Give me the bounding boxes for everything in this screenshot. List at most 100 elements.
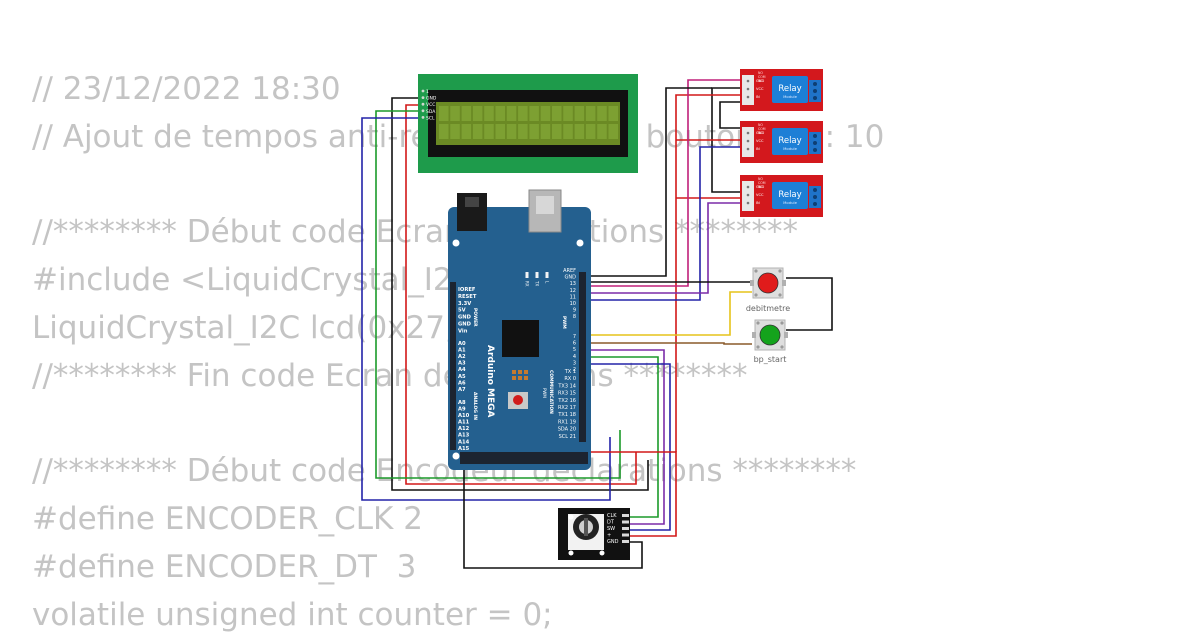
lcd-cell xyxy=(450,106,460,121)
lcd-cell xyxy=(518,106,528,121)
button-corner xyxy=(780,321,784,325)
lcd-cell xyxy=(518,124,528,139)
relay-screw xyxy=(813,202,817,206)
comm-title: COMMUNICATION xyxy=(548,370,554,414)
pin-label: A9 xyxy=(458,407,466,413)
relay-pin xyxy=(746,201,750,205)
pin-label: COM xyxy=(758,75,766,79)
pin-label: GND xyxy=(756,131,764,135)
wire-relay1-vcc xyxy=(675,94,744,452)
encoder-pin xyxy=(622,527,629,530)
wire-sda-lcd xyxy=(375,110,621,479)
code-line: // 23/12/2022 18:30 xyxy=(32,71,341,107)
pin-label: TX1 18 xyxy=(557,412,576,418)
pin-label: A8 xyxy=(458,400,466,406)
icsp-header xyxy=(512,370,528,380)
relay-screw xyxy=(813,82,817,86)
power-title: POWER xyxy=(472,308,478,327)
relay-pin xyxy=(746,193,750,197)
mcu-chip xyxy=(502,320,539,357)
pin-label: GND xyxy=(458,315,472,321)
lcd-cell xyxy=(563,106,573,121)
lcd-cell xyxy=(461,124,472,139)
relay-coil xyxy=(772,182,808,209)
pin-label: GND xyxy=(756,185,764,189)
pin-label: 3 xyxy=(573,360,576,366)
pin-label: SDA 20 xyxy=(558,427,576,433)
lcd-cell xyxy=(574,106,585,121)
button-leg xyxy=(782,280,786,286)
code-line: volatile unsigned int counter = 0; xyxy=(32,596,553,633)
pin-label: NC xyxy=(758,185,763,189)
icsp-pin xyxy=(512,376,516,380)
lcd-cell xyxy=(472,124,483,139)
lcd-pin xyxy=(421,89,425,93)
bp-start-button[interactable]: bp_start xyxy=(752,319,788,364)
wire-relay3-in xyxy=(582,202,744,294)
lcd-cell xyxy=(472,106,483,121)
encoder-pin xyxy=(622,514,629,517)
pin-label: GND xyxy=(458,322,472,328)
pin-label: NO xyxy=(758,177,763,181)
relay-pin xyxy=(746,95,750,99)
lcd-cell xyxy=(484,124,494,139)
relay-title: Relay xyxy=(778,136,801,146)
debitmetre-button[interactable]: debitmetre xyxy=(746,267,790,313)
pin-label: VCC xyxy=(426,102,435,108)
board-led xyxy=(535,272,539,278)
button-cap[interactable] xyxy=(759,324,781,346)
button-corner xyxy=(778,269,782,273)
icsp-pin xyxy=(518,376,522,380)
pin-label: A7 xyxy=(458,387,466,393)
encoder-hole xyxy=(599,550,605,556)
pin-label: RESET xyxy=(458,294,477,300)
pin-label: NC xyxy=(758,131,763,135)
encoder-hole xyxy=(568,514,574,520)
encoder-pin xyxy=(622,540,629,543)
pin-label: A15 xyxy=(458,446,470,452)
pin-label: 6 xyxy=(573,341,576,347)
pin-label: A3 xyxy=(458,361,466,367)
icsp-pin xyxy=(512,370,516,374)
wire-bpstart-sig xyxy=(582,342,752,345)
encoder-pin xyxy=(622,520,629,524)
wire-enc-vcc xyxy=(582,451,677,537)
pin-label: 2 xyxy=(573,367,576,373)
lcd-cell xyxy=(540,106,551,121)
relay-coil xyxy=(772,128,808,155)
pin-label: TX xyxy=(535,280,540,286)
left-header xyxy=(450,282,456,450)
board-led xyxy=(545,272,549,278)
lcd-cell xyxy=(439,124,449,139)
pin-label: RX1 19 xyxy=(558,419,576,425)
pin-label: A12 xyxy=(458,426,470,432)
pin-label: VCC xyxy=(756,87,764,91)
lcd-cell xyxy=(585,124,596,139)
push-buttons[interactable]: debitmetre bp_start xyxy=(746,267,790,364)
button-cap[interactable] xyxy=(757,272,779,294)
pin-label: 10 xyxy=(570,301,576,307)
pin-label: SW xyxy=(607,526,615,532)
pin-label: 9 xyxy=(573,308,576,314)
icsp-pin xyxy=(518,370,522,374)
relay-pin xyxy=(746,87,750,91)
pin-label: A6 xyxy=(458,380,466,386)
pin-label: VCC xyxy=(756,139,764,143)
pin-label: 1 xyxy=(426,89,429,95)
pin-label: NO xyxy=(758,123,763,127)
relay-screw xyxy=(813,89,817,93)
analog-title: ANALOG IN xyxy=(472,392,478,420)
lcd-cell xyxy=(585,106,596,121)
button-label: bp_start xyxy=(754,355,787,364)
reset-button[interactable] xyxy=(513,395,523,405)
